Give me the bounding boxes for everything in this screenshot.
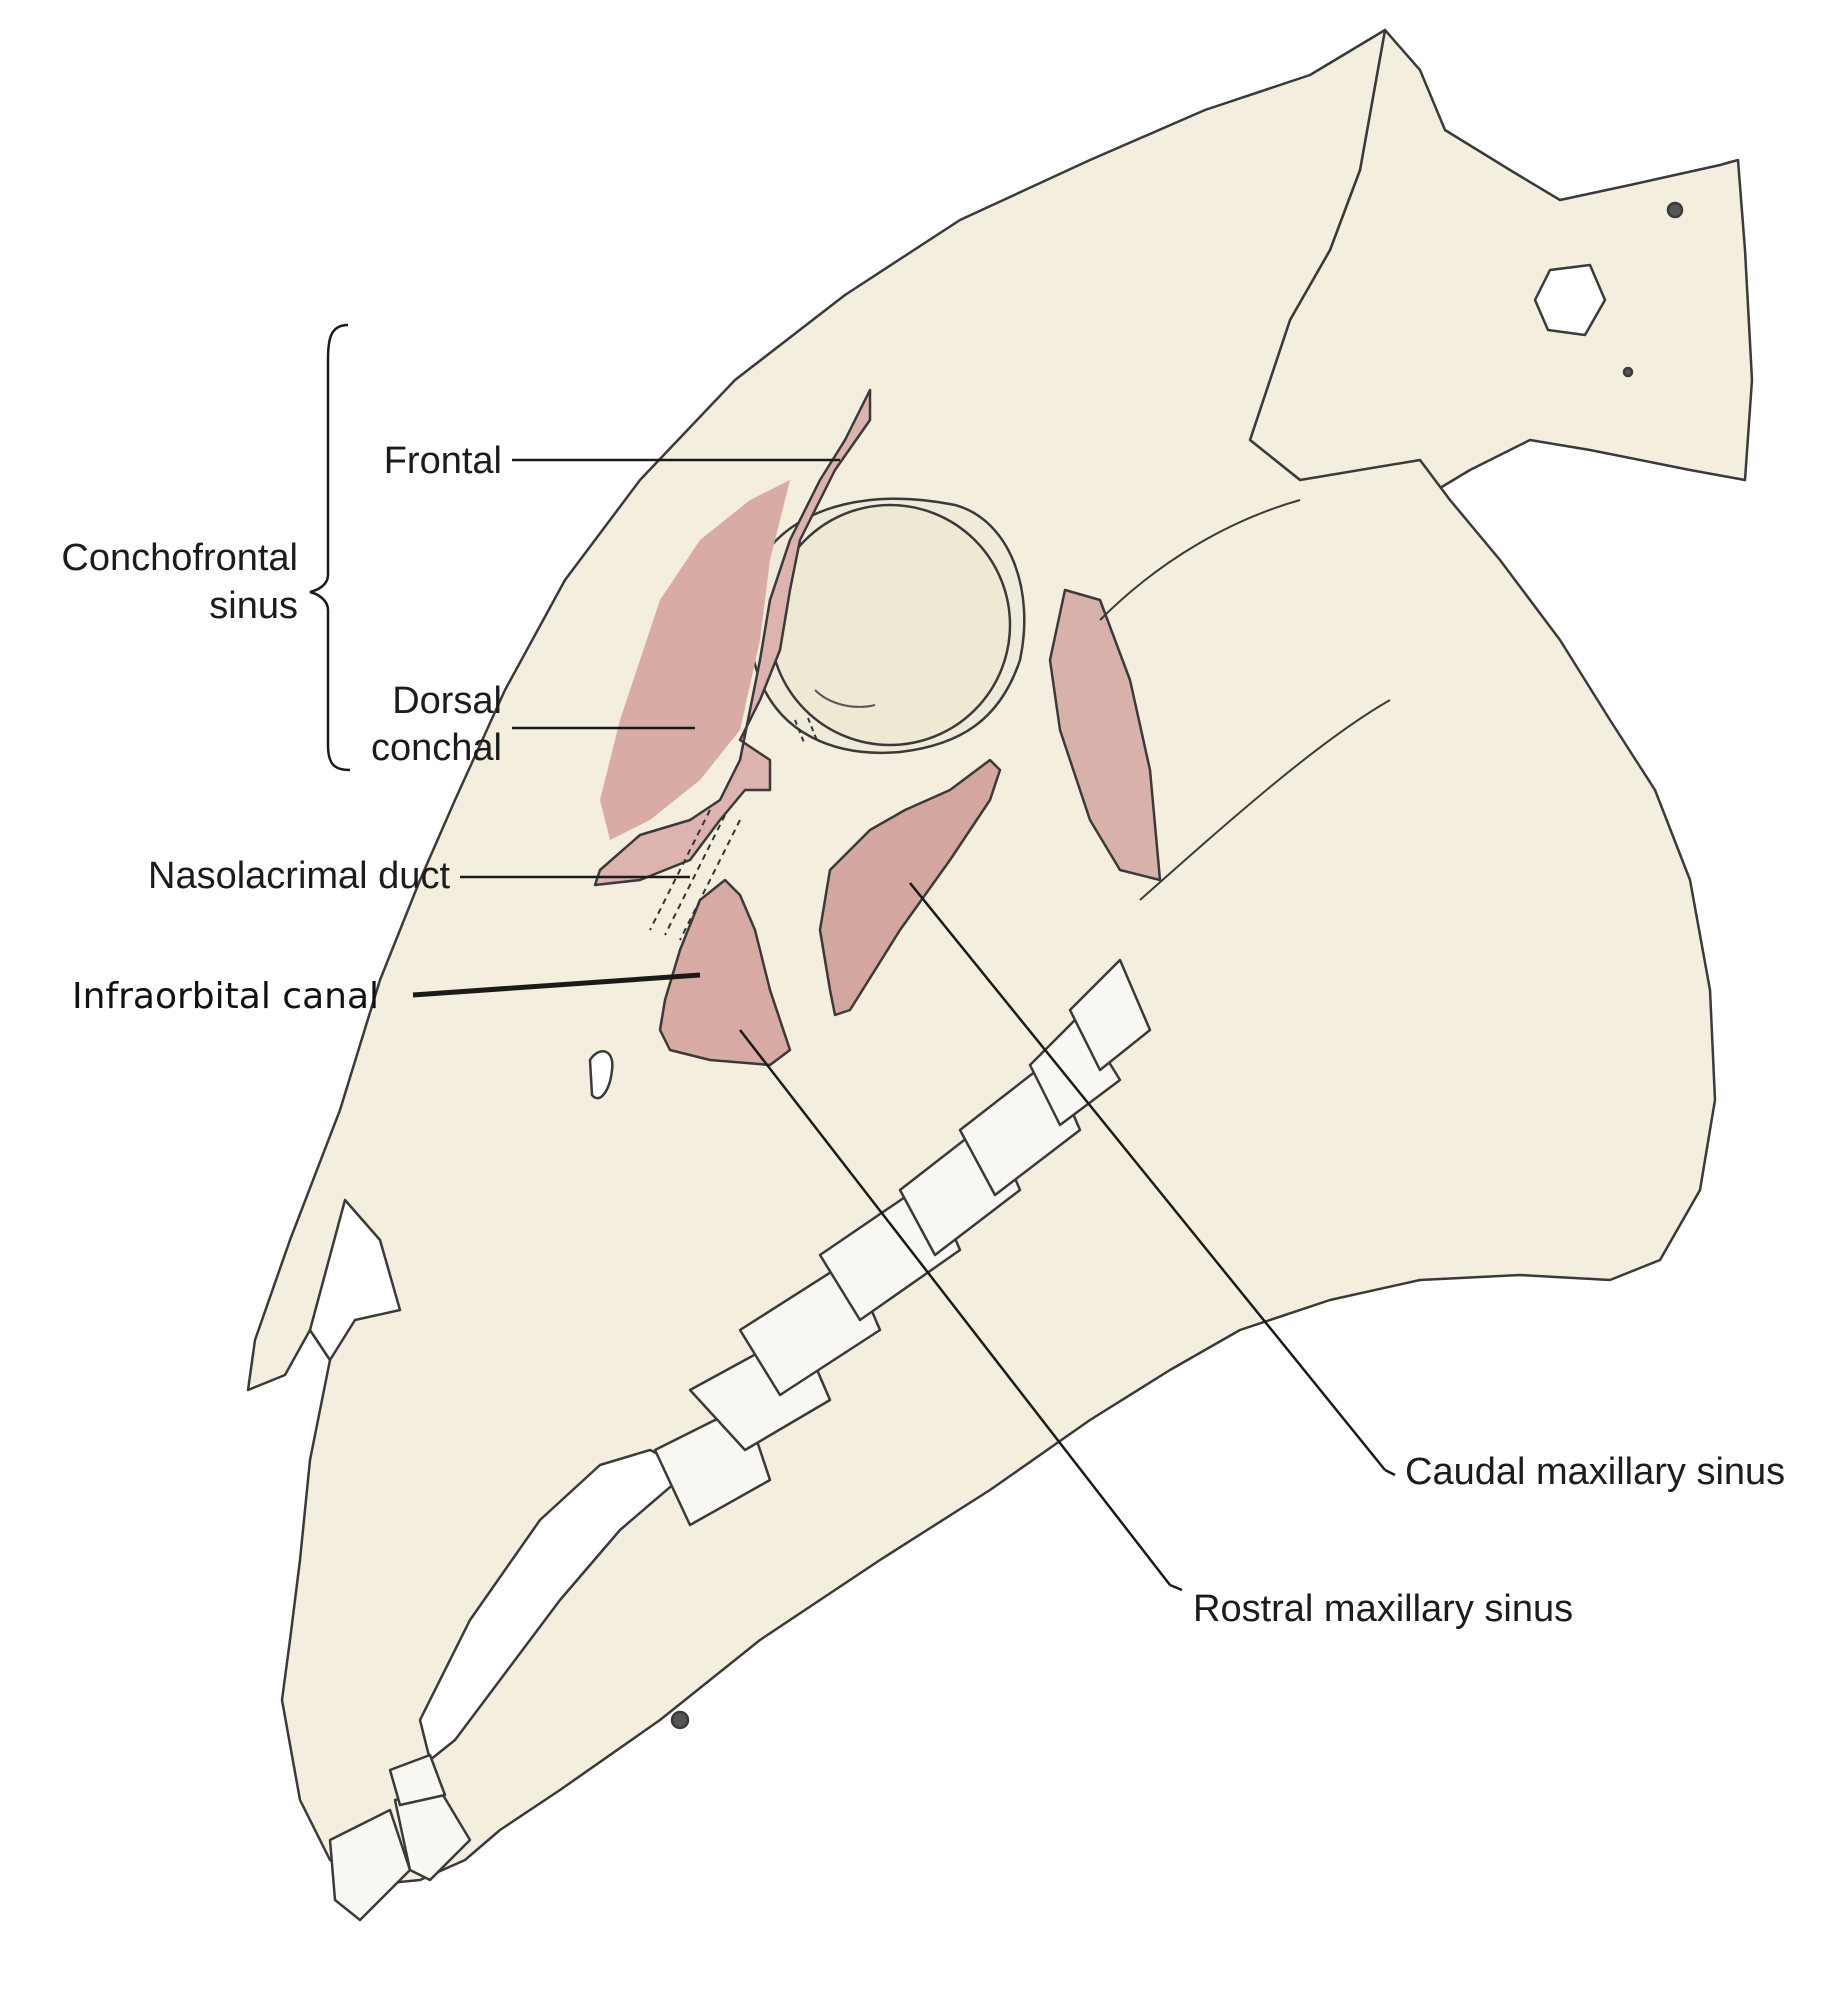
orbit-duct-dashes [794, 717, 819, 746]
caudal-sinus-right-window [1048, 588, 1162, 882]
facial-crest [1139, 699, 1391, 901]
mouth-gap [418, 1448, 692, 1762]
nasolacrimal-duct-dashes [649, 809, 741, 941]
leader-caudal-maxillary [909, 882, 1386, 1471]
infraorbital-foramen [588, 1050, 614, 1100]
caudal-maxillary-sinus-window [818, 758, 1002, 1017]
label-conchofrontal-line2: sinus [209, 585, 298, 627]
skull-illustration [246, 28, 1754, 1922]
ramus-edge [1099, 499, 1301, 621]
cheek-teeth [653, 958, 1152, 1527]
mental-foramen [670, 1710, 690, 1730]
leader-rostral-maxillary-end [1169, 1583, 1183, 1592]
eyeball [768, 503, 1012, 747]
dorsal-conchal-region [600, 480, 790, 840]
vertebra-foramen [1533, 263, 1607, 337]
eye-highlight [814, 689, 876, 708]
leader-infraorbital [412, 972, 701, 998]
label-rostral-maxillary: Rostral maxillary sinus [1193, 1588, 1573, 1630]
label-dorsal-line2: conchal [371, 727, 502, 769]
conchofrontal-sinus-window [593, 388, 872, 887]
labels: Conchofrontal sinus Frontal Dorsal conch… [61, 440, 1785, 1630]
rostral-maxillary-sinus-window [658, 878, 792, 1067]
label-conchofrontal-line1: Conchofrontal [61, 537, 298, 579]
label-dorsal-line1: Dorsal [392, 680, 502, 722]
leader-lines [309, 323, 1396, 1592]
vertebra-hole-2 [1622, 366, 1634, 378]
label-infraorbital: Infraorbital canal [72, 976, 379, 1017]
incisor-teeth [328, 1753, 472, 1922]
brace-conchofrontal [309, 323, 351, 772]
leader-caudal-maxillary-end [1384, 1468, 1396, 1477]
vertebra-hole-1 [1666, 201, 1684, 219]
label-frontal: Frontal [384, 440, 502, 482]
leader-rostral-maxillary [739, 1029, 1171, 1586]
label-caudal-maxillary: Caudal maxillary sinus [1405, 1451, 1785, 1493]
label-nasolacrimal: Nasolacrimal duct [148, 855, 450, 897]
skull-body [246, 28, 1717, 1887]
nasal-notch [308, 1198, 402, 1362]
